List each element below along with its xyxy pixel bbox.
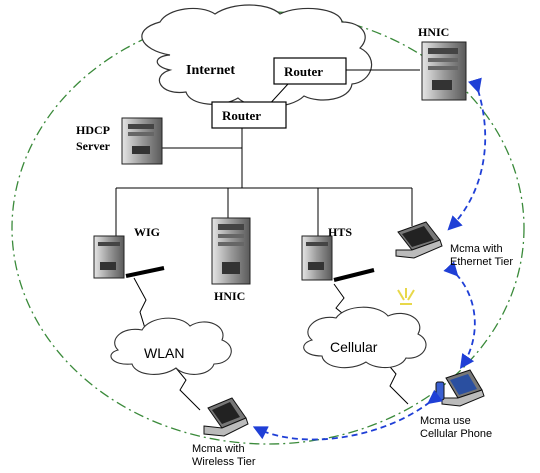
hts-label: HTS [328,225,352,239]
wlan-label: WLAN [144,345,184,361]
hnic-top-server-icon [421,41,467,101]
cell-tower-spark-icon [397,288,415,305]
router-top-box [273,57,347,85]
mcma-ethernet-label-line1: Mcma with [450,243,503,255]
roaming-arrows [252,77,487,441]
hdcp-label-line2: Server [76,139,111,153]
mcma-ethernet-label-line2: Ethernet Tier [450,256,513,268]
hnic-top-label: HNIC [418,25,449,39]
router-top-label: Router [284,64,323,79]
router-mid-label: Router [222,108,261,123]
wig-label: WIG [134,225,160,239]
hts-server-icon [301,235,333,281]
internet-cloud [141,4,373,108]
wireless-laptop-icon [203,397,249,437]
hdcp-server-icon [121,117,163,165]
wig-server-icon [93,235,125,279]
cellular-laptop-icon [441,369,485,407]
mcma-cellular-label-line2: Cellular Phone [420,428,492,440]
cellular-phone-icon [435,381,445,401]
mcma-cellular-label-line1: Mcma use [420,415,471,427]
hts-antenna-icon [333,268,375,282]
wig-antenna-icon [125,266,165,278]
wlan-cloud [110,317,232,375]
router-mid-box [211,101,287,129]
coverage-boundary [11,11,525,445]
mcma-wireless-label-line2: Wireless Tier [192,456,256,468]
ethernet-laptop-icon [395,221,443,259]
internet-label: Internet [186,63,235,78]
hnic-mid-label: HNIC [214,289,245,303]
hnic-mid-server-icon [211,217,251,285]
cellular-label: Cellular [330,339,378,355]
mcma-wireless-label-line1: Mcma with [192,443,245,455]
hdcp-label-line1: HDCP [76,123,110,137]
cellular-cloud [303,306,427,369]
